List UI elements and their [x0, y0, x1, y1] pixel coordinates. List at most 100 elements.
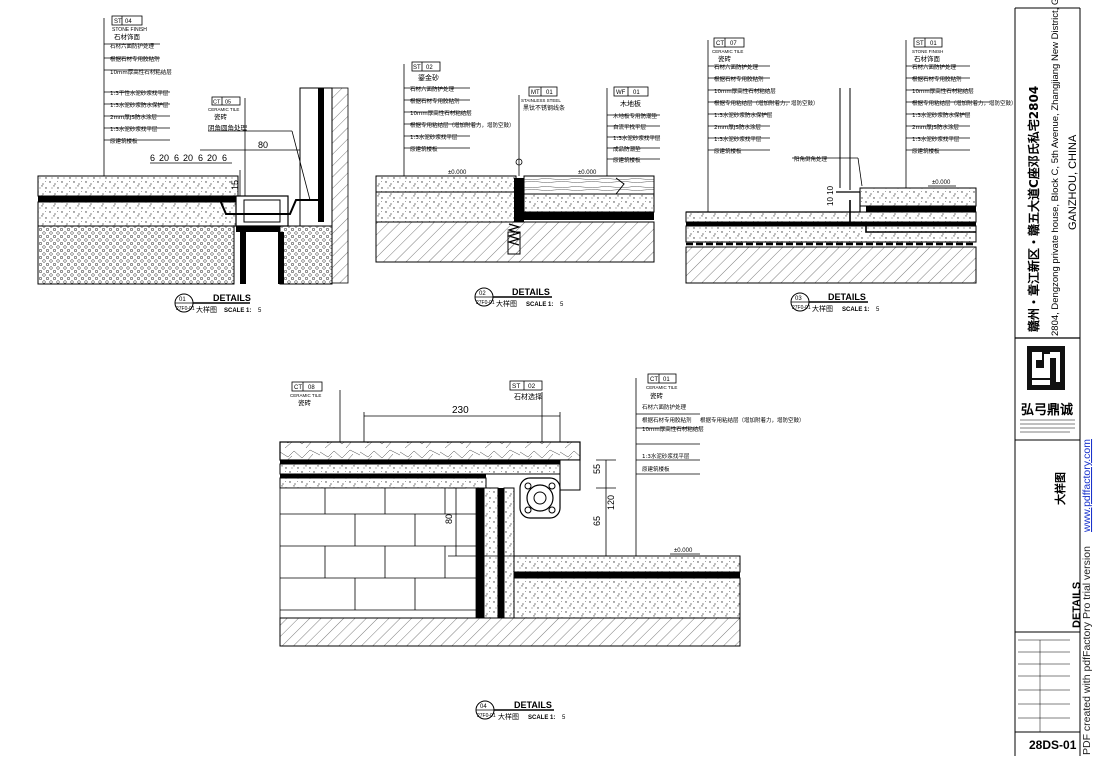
d3-title: DETAILS [828, 292, 866, 302]
d4-title-cn: 大样图 [498, 712, 519, 721]
d2-tag1-code: ST [413, 65, 421, 71]
d1-title-cn: 大样图 [196, 305, 217, 314]
d4-tag3-cn: 瓷砖 [650, 391, 664, 400]
d1-tag2-num: 05 [225, 100, 231, 106]
d3-note-b5: 2mm厚JS防水涂层 [912, 123, 959, 131]
d4-note-c0: 石材六面防护处理 [642, 403, 687, 411]
d2-tag3-cn: 木地板 [620, 99, 641, 108]
led-strip [519, 477, 561, 519]
wall-finish [299, 87, 333, 227]
d1-note-b0: 1:3干性水泥砂浆找平层 [110, 89, 169, 97]
d1-title-block: 01 27F0-01 DETAILS 大样图 SCALE 1: 5 [174, 293, 262, 314]
d3-tag2-en: STONE FINISH [912, 49, 943, 54]
d3-tag2-num: 01 [930, 41, 937, 47]
drawing-title-cn: 大样图 [1053, 472, 1067, 505]
d2-note-c3: 成品防潮垫 [613, 145, 641, 153]
detail-04: CT 08 CERAMIC TILE 瓷砖 ST 02 石材选择 CT 01 C… [279, 373, 805, 721]
d1-scale-val: 5 [258, 308, 262, 314]
d3-note-edge: 阳角倒角处理 [794, 155, 828, 163]
d1-title: DETAILS [213, 293, 251, 303]
d1-tag1-num: 04 [125, 19, 132, 25]
d3-tag1-code: CT [716, 41, 724, 47]
d4-dim-65: 65 [592, 516, 602, 526]
d2-level-2: ±0.000 [578, 170, 597, 176]
d3-note-a3: 根据专用粘结层（增加附着力，增防空鼓） [714, 99, 819, 107]
d1-note-b2: 2mm厚JS防水涂层 [110, 113, 157, 121]
d1-note-a2: 10mm厚高性石材粘结层 [110, 68, 172, 76]
d1-note-b3: 1:3水泥砂浆找平层 [110, 125, 158, 133]
d4-scale-label: SCALE 1: [528, 715, 555, 721]
d2-note-a5: 原建筑楼板 [410, 145, 438, 153]
d4-title: DETAILS [514, 700, 552, 710]
d4-tag3-code: CT [650, 377, 658, 383]
d4-dim-55: 55 [592, 464, 602, 474]
d1-note-b1: 1:3水泥砂浆防水保护层 [110, 101, 169, 109]
d4-tag3-en: CERAMIC TILE [646, 385, 677, 390]
d4-title-num: 04 [480, 704, 487, 710]
d1-dim-top-5: 20 [207, 153, 217, 163]
d1-scale-label: SCALE 1: [224, 308, 251, 314]
d4-tag1-cn: 瓷砖 [298, 398, 312, 407]
d3-tag1-en: CERAMIC TILE [712, 49, 743, 54]
d2-tag2-cn: 黑钛不锈钢线条 [523, 104, 565, 112]
d4-tag1-en: CERAMIC TILE [290, 393, 321, 398]
title-block: 赣州・章江新区・赣五大道C座邓氏私宅2804 2804, Dengzong pr… [1014, 0, 1093, 756]
d2-title: DETAILS [512, 287, 550, 297]
d1-dim-80: 80 [258, 140, 268, 150]
project-name-cn: 赣州・章江新区・赣五大道C座邓氏私宅2804 [1026, 86, 1041, 332]
d2-note-c2: 1:3水泥砂浆找平层 [613, 134, 661, 142]
d4-note-c1: 根据石材专用胶粘剂 [642, 416, 692, 424]
d3-note-a6: 1:3水泥砂浆找平层 [714, 135, 762, 143]
wall-structure [331, 87, 349, 284]
d2-title-num: 02 [479, 291, 486, 297]
d3-scale-val: 5 [876, 307, 880, 313]
d1-dim-top-4: 6 [198, 153, 203, 163]
d4-dim-80: 80 [444, 514, 454, 524]
project-name-en: 2804, Dengzong private house, Block C, 5… [1050, 0, 1061, 336]
d1-tag1-code: ST [114, 19, 122, 25]
d4-tag2-cn: 石材选择 [514, 392, 542, 401]
d1-title-sheet: 27F0-01 [176, 306, 195, 312]
d4-scale-val: 5 [562, 715, 566, 721]
d1-dim-top-2: 6 [174, 153, 179, 163]
d1-dim-top-3: 20 [183, 153, 193, 163]
d4-tag2-num: 02 [528, 383, 536, 390]
d3-note-a7: 原建筑楼板 [714, 147, 742, 155]
d2-note-c4: 原建筑楼板 [613, 156, 641, 164]
d4-dim-120: 120 [606, 495, 616, 510]
d1-note-a1: 根据石材专用胶粘剂 [110, 55, 160, 63]
d4-tag1-code: CT [294, 385, 302, 391]
d3-title-sheet: 27F0-01 [792, 305, 811, 311]
d4-tag2-code: ST [512, 383, 520, 390]
watermark-text: PDF created with pdfFactory Pro trial ve… [1081, 546, 1093, 755]
d2-note-a4: 1:3水泥砂浆找平层 [410, 133, 458, 141]
d1-note-a0: 石材六面防护处理 [110, 42, 155, 50]
d4-tag3-num: 01 [663, 377, 670, 383]
d1-tag2-en: CERAMIC TILE [208, 107, 239, 112]
d2-tag2-en: STAINLESS STEEL [521, 98, 561, 103]
d3-note-a0: 石材六面防护处理 [714, 63, 759, 71]
d2-note-a3: 根据专用粘结层（增加附着力，增防空鼓） [410, 121, 515, 129]
d3-note-a1: 根据石材专用胶粘剂 [714, 75, 764, 83]
detail-01: ST 04 STONE FINISH 石材饰面 石材六面防护处理 根据石材专用胶… [37, 15, 349, 314]
d3-tag2-cn: 石材饰面 [914, 54, 941, 63]
d2-note-c1: 自流平找平层 [613, 123, 647, 131]
d2-title-cn: 大样图 [496, 299, 517, 308]
d2-note-c0: 木地板专用防潮垫 [613, 112, 658, 120]
sheet-number: 28DS-01 [1029, 738, 1077, 752]
d4-note-c3: 10mm厚高性石材粘结层 [642, 425, 704, 433]
d2-tag3-num: 01 [633, 90, 640, 96]
d3-note-a5: 2mm厚JS防水涂层 [714, 123, 761, 131]
d4-tag1-num: 08 [308, 385, 315, 391]
stone-layer [37, 175, 239, 197]
d2-scale-val: 5 [560, 302, 564, 308]
d1-note-corner: 阴角圆角处理 [208, 123, 248, 132]
d1-dim-top-0: 6 [150, 153, 155, 163]
d4-level: ±0.000 [674, 548, 693, 554]
watermark-link[interactable]: www.pdffactory.com [1081, 439, 1093, 533]
d2-tag1-num: 02 [426, 65, 433, 71]
d2-level-1: ±0.000 [448, 170, 467, 176]
d3-title-num: 03 [795, 296, 802, 302]
d2-tag2-num: 01 [546, 90, 553, 96]
